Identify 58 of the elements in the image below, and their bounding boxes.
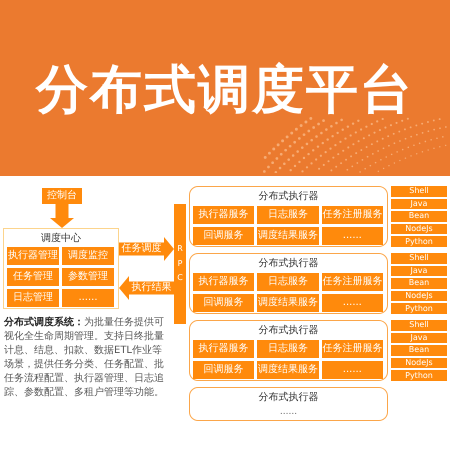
tag-box: Bean bbox=[391, 211, 447, 222]
tag-box: Java bbox=[391, 198, 447, 210]
process-box: 任务注册服务 bbox=[322, 206, 383, 224]
group-panel bbox=[189, 387, 388, 421]
process-box: 回调服务 bbox=[193, 361, 254, 379]
group-panel bbox=[3, 228, 119, 309]
process-box: 回调服务 bbox=[193, 294, 254, 312]
tag-box: NodeJs bbox=[391, 224, 447, 234]
tag-box: NodeJs bbox=[391, 358, 447, 368]
group-panel bbox=[189, 320, 388, 381]
process-box: 日志服务 bbox=[257, 273, 319, 291]
process-box: ...... bbox=[322, 361, 383, 379]
process-box: 执行器服务 bbox=[193, 206, 254, 224]
tag-box: Bean bbox=[391, 278, 447, 289]
process-box: 回调服务 bbox=[193, 227, 254, 245]
title: 分布式调度平台 bbox=[36, 64, 414, 116]
tag-box: Bean bbox=[391, 345, 447, 356]
group-heading: 分布式执行器 bbox=[258, 256, 318, 271]
tag-box: NodeJs bbox=[391, 290, 447, 302]
process-box: 日志服务 bbox=[257, 340, 319, 358]
description-text: 分布式调度系统：为批量任务提供可视化全生命周期管理。支持日终批量计息、结息、扣款、数据ETL作业等场景，提供任务分类、任务配置、批任务流程配置、执行器管理、日志追踪、参数配置、多租户管理等功能。 bbox=[4, 316, 165, 400]
group-heading: 分布式执行器 bbox=[258, 190, 318, 204]
tag-box: Python bbox=[391, 370, 447, 381]
process-box: 参数管理 bbox=[62, 268, 114, 286]
process-box: 执行器服务 bbox=[193, 340, 254, 358]
process-box: 任务注册服务 bbox=[322, 340, 383, 358]
group-panel bbox=[189, 186, 388, 247]
process-box: 执行器服务 bbox=[193, 273, 254, 291]
vertical-bar: RPC bbox=[174, 204, 186, 324]
group-heading: 分布式执行器 bbox=[258, 390, 318, 405]
tag-box: Shell bbox=[391, 320, 447, 331]
process-box: 调度结果服务 bbox=[257, 227, 319, 245]
process-box: ...... bbox=[322, 227, 383, 245]
tag-box: Python bbox=[391, 236, 447, 247]
process-box: ...... bbox=[322, 294, 383, 312]
process-box: 执行器管理 bbox=[7, 247, 59, 265]
process-box: 控制台 bbox=[42, 188, 82, 204]
group-panel bbox=[189, 253, 388, 314]
process-box: 调度结果服务 bbox=[257, 294, 319, 312]
tag-box: Java bbox=[391, 266, 447, 276]
tag-box: Python bbox=[391, 303, 447, 314]
process-box: 调度结果服务 bbox=[257, 361, 319, 379]
group-heading: 调度中心 bbox=[41, 232, 81, 246]
process-box: 日志服务 bbox=[257, 206, 319, 224]
process-box: ...... bbox=[62, 289, 114, 307]
edge-label: 执行结果 bbox=[132, 283, 172, 293]
process-box: 日志管理 bbox=[7, 289, 59, 307]
process-box: 任务注册服务 bbox=[322, 273, 383, 291]
edge-label: 任务调度 bbox=[122, 244, 162, 254]
tag-box: Shell bbox=[391, 186, 447, 197]
group-heading: 分布式执行器 bbox=[258, 324, 318, 338]
tag-box: Shell bbox=[391, 253, 447, 264]
tag-box: Java bbox=[391, 332, 447, 344]
block-arrow bbox=[119, 237, 174, 261]
process-box: 调度监控 bbox=[62, 247, 114, 265]
process-box: 任务管理 bbox=[7, 268, 59, 286]
block-arrow bbox=[50, 204, 74, 228]
ellipsis-text: ...... bbox=[280, 406, 298, 418]
